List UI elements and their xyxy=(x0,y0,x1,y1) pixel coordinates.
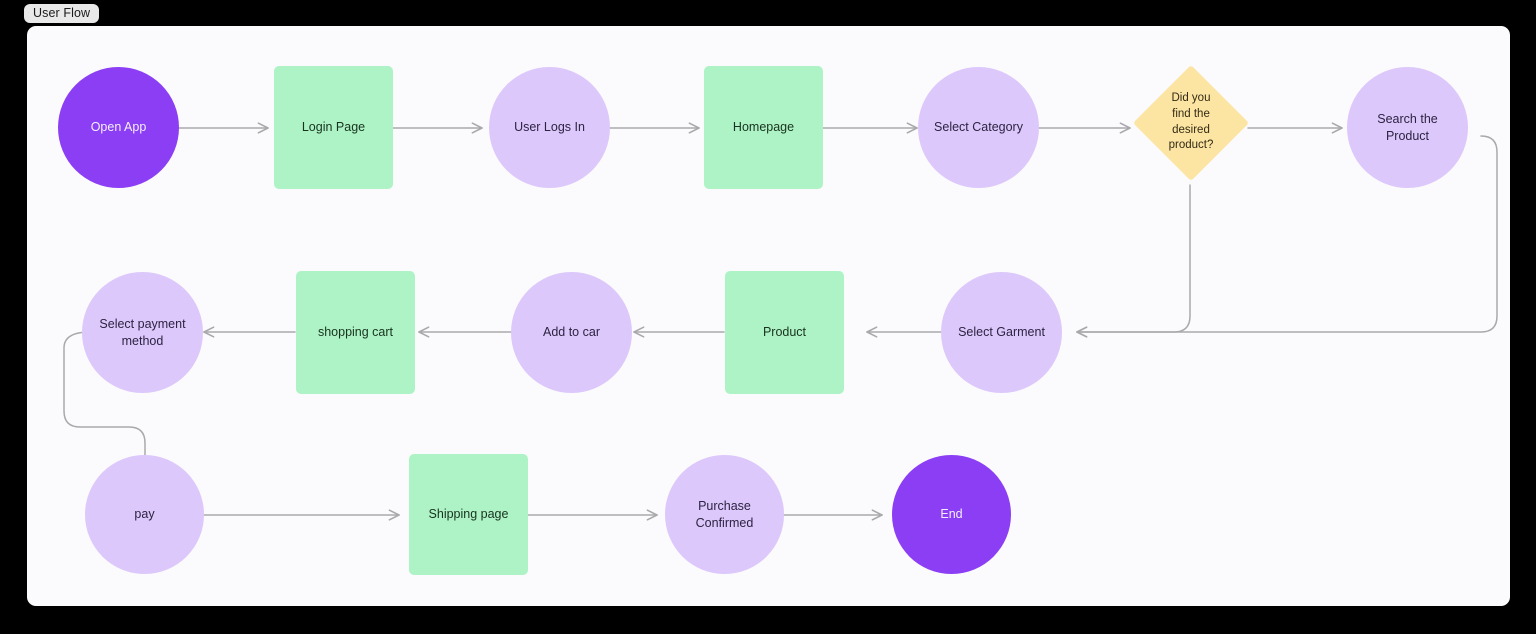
node-shipping-page[interactable]: Shipping page xyxy=(409,454,528,575)
node-shopping-cart[interactable]: shopping cart xyxy=(296,271,415,394)
node-search-the-product-label: Search the Product xyxy=(1377,112,1438,143)
node-open-app-label: Open App xyxy=(90,120,147,135)
node-pay[interactable]: pay xyxy=(85,455,204,574)
node-login-page-label: Login Page xyxy=(301,120,366,135)
node-product-label: Product xyxy=(762,325,807,340)
node-login-page[interactable]: Login Page xyxy=(274,66,393,189)
node-shipping-page-label: Shipping page xyxy=(428,507,509,522)
tab-user-flow[interactable]: User Flow xyxy=(24,4,100,23)
node-select-category-label: Select Category xyxy=(934,120,1023,135)
node-select-payment-method[interactable]: Select payment method xyxy=(82,272,203,393)
node-did-you-find-desired-product[interactable]: Did you find the desired product? xyxy=(1133,57,1249,188)
node-add-to-car[interactable]: Add to car xyxy=(511,272,632,393)
node-homepage[interactable]: Homepage xyxy=(704,66,823,189)
node-open-app[interactable]: Open App xyxy=(58,67,179,188)
node-did-you-find-desired-product-label: Did you find the desired product? xyxy=(1168,92,1214,152)
node-select-payment-method-label: Select payment method xyxy=(99,317,186,348)
node-add-to-car-label: Add to car xyxy=(543,325,600,340)
node-select-garment-label: Select Garment xyxy=(958,325,1045,340)
node-shopping-cart-label: shopping cart xyxy=(317,325,394,340)
node-user-logs-in[interactable]: User Logs In xyxy=(489,67,610,188)
edge-decision-to-select-garment xyxy=(1076,184,1191,338)
node-product[interactable]: Product xyxy=(725,271,844,394)
node-end-label: End xyxy=(940,507,963,522)
node-homepage-label: Homepage xyxy=(732,120,795,135)
node-select-category[interactable]: Select Category xyxy=(918,67,1039,188)
node-purchase-confirmed[interactable]: Purchase Confirmed xyxy=(665,455,784,574)
node-purchase-confirmed-label: Purchase Confirmed xyxy=(695,499,754,530)
node-pay-label: pay xyxy=(134,507,155,522)
flowchart-canvas[interactable]: Open App Login Page User Logs In Homepag… xyxy=(27,26,1510,606)
node-select-garment[interactable]: Select Garment xyxy=(941,272,1062,393)
node-end[interactable]: End xyxy=(892,455,1011,574)
node-user-logs-in-label: User Logs In xyxy=(514,120,585,135)
node-search-the-product[interactable]: Search the Product xyxy=(1347,67,1468,188)
